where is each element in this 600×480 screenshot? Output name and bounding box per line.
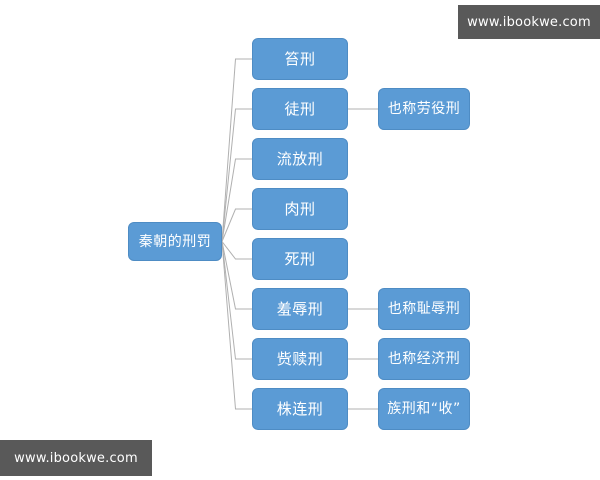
- edge-root-to-child-4: [221, 208, 252, 242]
- mindmap-child-node-5[interactable]: 死刑: [252, 238, 348, 280]
- mindmap-child-node-6[interactable]: 羞辱刑: [252, 288, 348, 330]
- mindmap-detail-node-4[interactable]: 族刑和“收”: [378, 388, 470, 430]
- mindmap-child-node-7[interactable]: 赀赎刑: [252, 338, 348, 380]
- mindmap-detail-node-2[interactable]: 也称耻辱刑: [378, 288, 470, 330]
- edge-root-to-child-5: [221, 241, 252, 260]
- watermark-bottom-left: www.ibookwe.com: [0, 440, 152, 476]
- mindmap-child-node-1[interactable]: 笞刑: [252, 38, 348, 80]
- edge-root-to-child-1: [221, 58, 252, 242]
- mindmap-child-node-2[interactable]: 徒刑: [252, 88, 348, 130]
- mindmap-detail-node-1[interactable]: 也称劳役刑: [378, 88, 470, 130]
- edge-root-to-child-3: [221, 158, 252, 242]
- mindmap-detail-node-3[interactable]: 也称经济刑: [378, 338, 470, 380]
- mindmap-child-node-3[interactable]: 流放刑: [252, 138, 348, 180]
- mindmap-child-node-8[interactable]: 株连刑: [252, 388, 348, 430]
- watermark-top-right: www.ibookwe.com: [458, 5, 600, 39]
- edge-root-to-child-2: [221, 108, 252, 242]
- edge-root-to-child-7: [221, 241, 252, 360]
- mindmap-child-node-4[interactable]: 肉刑: [252, 188, 348, 230]
- mindmap-root-node[interactable]: 秦朝的刑罚: [128, 222, 222, 261]
- edge-root-to-child-6: [221, 241, 252, 310]
- edge-root-to-child-8: [221, 241, 252, 410]
